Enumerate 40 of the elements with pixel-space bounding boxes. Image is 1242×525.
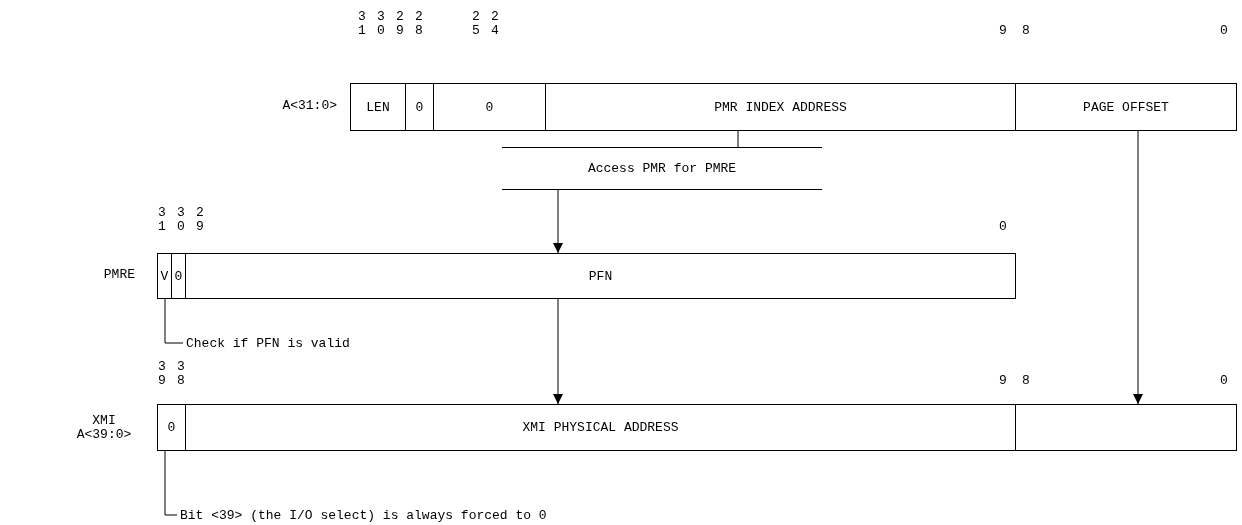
register-field: PFN (185, 253, 1016, 299)
bit-number: 29 (196, 206, 204, 234)
bit-number: 31 (158, 206, 166, 234)
register-name: XMI A<39:0> (75, 414, 133, 442)
register-name: PMRE (103, 268, 135, 282)
register-field: LEN (350, 83, 406, 131)
bit-number: 8 (1022, 24, 1030, 38)
bit-number: 0 (1220, 374, 1228, 388)
register-field: 0 (157, 404, 186, 451)
register-field: 0 (405, 83, 434, 131)
register-field: V (157, 253, 172, 299)
process-band: Access PMR for PMRE (502, 147, 822, 190)
bit-number: 30 (177, 206, 185, 234)
bit-number: 9 (999, 24, 1007, 38)
bit-number: 28 (415, 10, 423, 38)
bit-number: 0 (999, 220, 1007, 234)
leader-line (164, 450, 178, 516)
register-field: PAGE OFFSET (1015, 83, 1237, 131)
arrow (553, 298, 563, 405)
note-text: Bit <39> (the I/O select) is always forced to 0 (180, 506, 640, 524)
bit-number: 24 (491, 10, 499, 38)
bit-number: 38 (177, 360, 185, 388)
bit-number: 0 (1220, 24, 1228, 38)
leader-line (164, 298, 184, 344)
bit-number: 39 (158, 360, 166, 388)
bit-number: 9 (999, 374, 1007, 388)
register-field: XMI PHYSICAL ADDRESS (185, 404, 1016, 451)
register-field: 0 (171, 253, 186, 299)
bit-number: 31 (358, 10, 366, 38)
empty-register-field (1015, 404, 1237, 451)
arrow (1133, 130, 1143, 405)
bit-number: 8 (1022, 374, 1030, 388)
bit-number: 25 (472, 10, 480, 38)
bit-number: 29 (396, 10, 404, 38)
bit-number: 30 (377, 10, 385, 38)
note-text: Check if PFN is valid (186, 334, 436, 352)
arrow (553, 189, 563, 254)
register-field: 0 (433, 83, 546, 131)
register-field: PMR INDEX ADDRESS (545, 83, 1016, 131)
register-name: A<31:0> (282, 99, 337, 113)
